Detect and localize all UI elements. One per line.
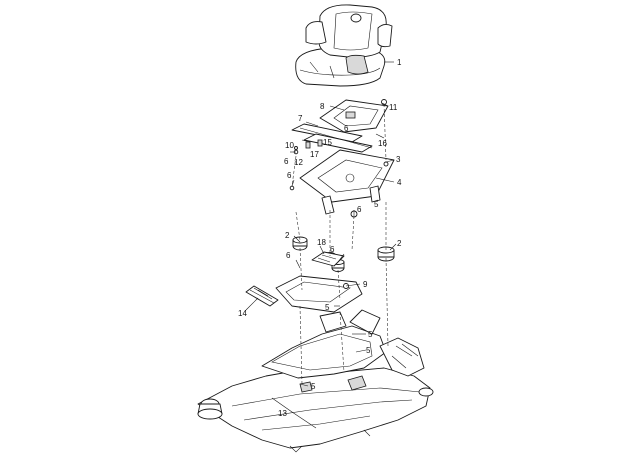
suspension-scissor-links xyxy=(291,123,373,153)
callout-1: 1 xyxy=(397,58,402,67)
seat-assembly xyxy=(295,4,393,87)
callout-15: 15 xyxy=(323,138,332,147)
callout-5: 5 xyxy=(366,346,371,355)
callout-5: 5 xyxy=(368,330,373,339)
alignment-lines xyxy=(291,103,389,385)
suspension-upper-plate xyxy=(319,99,389,133)
leader-lines xyxy=(245,61,397,429)
deck-cover-panel xyxy=(275,275,363,313)
torsion-spring xyxy=(245,285,279,307)
callout-6: 6 xyxy=(284,157,289,166)
rubber-isolators xyxy=(292,236,395,272)
callout-4: 4 xyxy=(397,178,402,187)
seat-mount-bracket xyxy=(311,251,345,267)
callout-6: 6 xyxy=(287,171,292,180)
callout-5: 5 xyxy=(311,382,316,391)
callout-8: 8 xyxy=(320,102,325,111)
callout-5: 5 xyxy=(325,303,330,312)
callout-13: 13 xyxy=(278,409,287,418)
callout-18: 18 xyxy=(317,238,326,247)
callout-6: 6 xyxy=(330,245,335,254)
callout-12: 12 xyxy=(294,158,303,167)
callout-7: 7 xyxy=(298,114,303,123)
callout-6: 6 xyxy=(286,251,291,260)
callout-6: 6 xyxy=(344,124,349,133)
callout-2: 2 xyxy=(285,231,290,240)
callout-10: 10 xyxy=(285,141,294,150)
callout-17: 17 xyxy=(310,150,319,159)
callout-16: 16 xyxy=(378,139,387,148)
callout-6: 6 xyxy=(357,205,362,214)
callout-5: 5 xyxy=(374,200,379,209)
suspension-mounting-plate xyxy=(299,149,395,215)
callout-9: 9 xyxy=(363,280,368,289)
mower-chassis-frame xyxy=(197,309,434,453)
callout-14: 14 xyxy=(238,309,247,318)
callout-labels: 1 2 2 3 4 5 5 5 5 5 6 6 6 6 6 6 7 8 9 10… xyxy=(238,58,402,418)
callout-2: 2 xyxy=(397,239,402,248)
callout-11: 11 xyxy=(389,103,398,112)
callout-3: 3 xyxy=(396,155,401,164)
